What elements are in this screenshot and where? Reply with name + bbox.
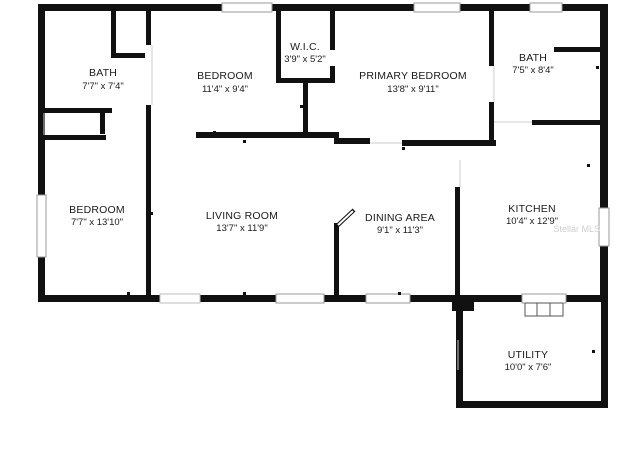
- room-dim-utility: 10'0" x 7'6": [505, 362, 552, 373]
- window: [413, 2, 461, 13]
- wall-wic-right: [330, 10, 335, 50]
- room-name-primary-bedroom: PRIMARY BEDROOM: [359, 70, 467, 82]
- wall-utility-right: [601, 295, 608, 408]
- room-name-bath-2: BATH: [519, 52, 547, 64]
- wall-bath1-bottom: [44, 108, 112, 113]
- wall-bedroom2-left: [146, 105, 151, 300]
- room-dim-bath-2: 7'5" x 8'4": [512, 65, 554, 76]
- back-door-steps: [524, 302, 564, 317]
- room-name-kitchen: KITCHEN: [508, 203, 556, 215]
- room-dim-dining-area: 9'1" x 11'3": [377, 225, 423, 236]
- wall-bath1-closet-h: [111, 53, 145, 58]
- tick-marks: [127, 66, 599, 407]
- window: [275, 293, 325, 304]
- wall-dining-stub: [334, 223, 339, 297]
- wall-bath1-nook: [100, 108, 105, 134]
- room-name-bedroom-2: BEDROOM: [197, 70, 253, 82]
- back-door-opening: [521, 293, 567, 304]
- room-dim-wic: 3'9" x 5'2": [284, 54, 326, 65]
- window: [36, 194, 47, 258]
- wall-bath2-left-low: [489, 102, 494, 146]
- room-name-bedroom-1: BEDROOM: [69, 204, 125, 216]
- wall-outer-right: [600, 4, 608, 302]
- room-name-bath-1: BATH: [89, 67, 117, 79]
- wall-bath2-left: [489, 10, 494, 66]
- room-dim-primary-bedroom: 13'8" x 9'11": [387, 84, 438, 95]
- wall-bath2-top-right: [554, 47, 602, 52]
- wall-utility-bottom: [456, 401, 608, 408]
- wall-bath2-bottom: [532, 120, 602, 125]
- wall-outer-left: [38, 4, 45, 302]
- wall-wic-left: [276, 10, 281, 82]
- wall-utility-left: [456, 295, 463, 408]
- wall-primary-bottom-step: [334, 132, 339, 144]
- room-name-wic: W.I.C.: [290, 41, 320, 53]
- wall-bath1-right: [146, 10, 151, 45]
- wall-primary-bottom-b: [402, 140, 496, 146]
- light-partitions: [43, 45, 532, 370]
- wall-primary-bottom-a: [334, 138, 370, 144]
- room-dim-living-room: 13'7" x 11'9": [216, 223, 267, 234]
- room-name-dining-area: DINING AREA: [365, 212, 435, 224]
- watermark: Stellar MLS: [553, 224, 600, 234]
- window: [529, 2, 563, 13]
- wall-wic-bottom: [276, 78, 334, 83]
- wall-kitchen-partition: [455, 187, 460, 297]
- wall-outer-top: [38, 4, 608, 11]
- room-name-utility: UTILITY: [508, 349, 549, 361]
- room-labels: BATH 7'7" x 7'4" BEDROOM 11'4" x 9'4" W.…: [69, 41, 558, 373]
- window: [598, 207, 610, 247]
- room-dim-bedroom-1: 7'7" x 13'10": [71, 217, 123, 228]
- front-door-opening: [159, 293, 201, 304]
- room-dim-bedroom-2: 11'4" x 9'4": [202, 84, 248, 95]
- room-dim-bath-1: 7'7" x 7'4": [82, 81, 124, 92]
- wall-bedroom2-bottom: [196, 132, 336, 138]
- window: [365, 293, 411, 304]
- door-swing-inner: [337, 210, 354, 226]
- window: [221, 2, 273, 13]
- wall-bath1-closet-v: [111, 10, 116, 58]
- windows: [36, 2, 610, 317]
- wall-utility-corner: [452, 297, 474, 311]
- room-dim-kitchen: 10'4" x 12'9": [506, 216, 558, 227]
- room-name-living-room: LIVING ROOM: [206, 210, 278, 222]
- wall-bedroom2-right: [303, 80, 308, 135]
- wall-primary-left: [330, 66, 335, 83]
- wall-bedroom1-top: [44, 135, 106, 140]
